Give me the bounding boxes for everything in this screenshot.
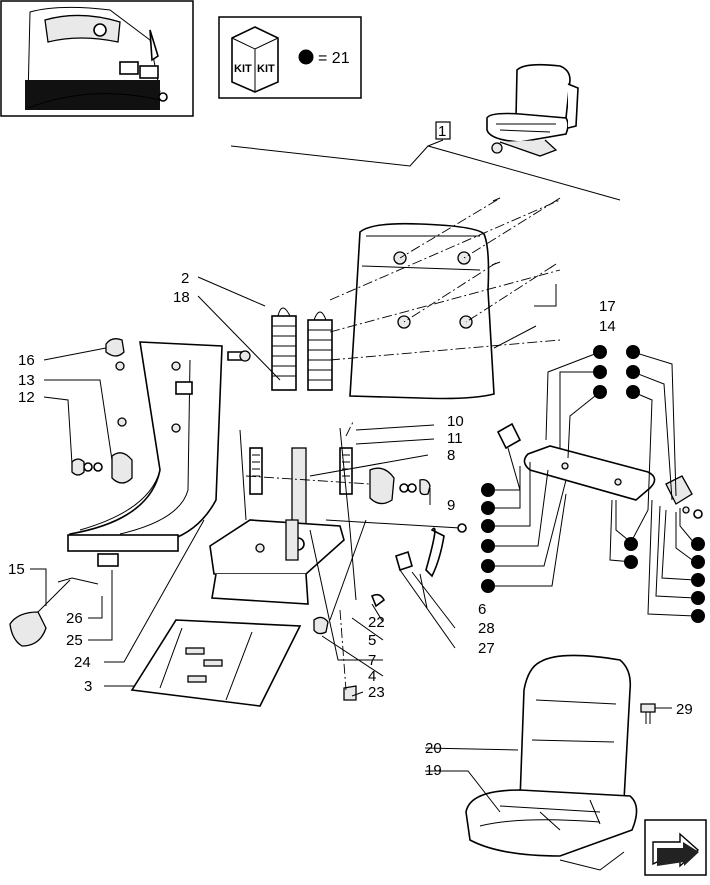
callout-28[interactable]: 28 bbox=[478, 620, 495, 637]
callout-8[interactable]: 8 bbox=[447, 447, 455, 464]
bushing-4 bbox=[313, 616, 329, 635]
seat-cushion bbox=[465, 654, 638, 871]
bumper-16 bbox=[105, 338, 125, 357]
back-screws bbox=[399, 197, 561, 323]
kit-legend: KIT KIT = 21 bbox=[218, 16, 362, 99]
armrest-assembly bbox=[496, 422, 703, 519]
callout-18[interactable]: 18 bbox=[173, 289, 190, 306]
kit-equals-text: = 21 bbox=[318, 50, 350, 67]
callout-4[interactable]: 4 bbox=[368, 668, 376, 685]
callout-11[interactable]: 11 bbox=[447, 430, 463, 447]
callout-23[interactable]: 23 bbox=[368, 684, 385, 701]
callout-24[interactable]: 24 bbox=[74, 654, 91, 671]
kit-dot-icon bbox=[298, 49, 314, 65]
callout-5[interactable]: 5 bbox=[368, 632, 376, 649]
callout-14[interactable]: 14 bbox=[599, 318, 616, 335]
callout-10[interactable]: 10 bbox=[447, 413, 464, 430]
callout-19[interactable]: 19 bbox=[425, 762, 442, 779]
callout-26[interactable]: 26 bbox=[66, 610, 83, 627]
callout-13[interactable]: 13 bbox=[18, 372, 35, 389]
left-side-plate bbox=[67, 341, 251, 552]
suspension-base-frame bbox=[209, 427, 467, 621]
callout-15[interactable]: 15 bbox=[8, 561, 25, 578]
kit-markers bbox=[481, 345, 705, 623]
callout-16[interactable]: 16 bbox=[18, 352, 35, 369]
bolt-29 bbox=[640, 703, 656, 724]
seat-assembly-icon bbox=[486, 63, 579, 157]
kit-box-icon: KIT KIT bbox=[231, 26, 279, 93]
seat-back-frame bbox=[349, 222, 495, 400]
callout-2[interactable]: 2 bbox=[181, 270, 189, 287]
kit-text-right: KIT bbox=[257, 63, 275, 75]
callout-29[interactable]: 29 bbox=[676, 701, 693, 718]
callout-25[interactable]: 25 bbox=[66, 632, 83, 649]
callout-17[interactable]: 17 bbox=[599, 298, 616, 315]
slide-lever bbox=[9, 553, 119, 647]
callout-6[interactable]: 6 bbox=[478, 601, 486, 618]
kit-text-left: KIT bbox=[234, 63, 252, 75]
tractor-cab-thumbnail-icon[interactable] bbox=[0, 0, 194, 117]
callout-7[interactable]: 7 bbox=[368, 652, 376, 669]
callout-22[interactable]: 22 bbox=[368, 614, 385, 631]
callout-12[interactable]: 12 bbox=[18, 389, 35, 406]
clip-23 bbox=[343, 685, 357, 701]
callout-9[interactable]: 9 bbox=[447, 497, 455, 514]
next-page-arrow-icon[interactable] bbox=[644, 819, 707, 876]
callout-1[interactable]: 1 bbox=[438, 123, 446, 140]
callout-20[interactable]: 20 bbox=[425, 740, 442, 757]
suspension-springs bbox=[249, 307, 353, 533]
adjust-knob-9 bbox=[369, 467, 431, 505]
mounting-plate-3 bbox=[130, 619, 302, 707]
callout-27[interactable]: 27 bbox=[478, 640, 495, 657]
lever-rod-6 bbox=[395, 527, 445, 578]
adjust-knob-13 bbox=[71, 452, 133, 484]
callout-3[interactable]: 3 bbox=[84, 678, 92, 695]
